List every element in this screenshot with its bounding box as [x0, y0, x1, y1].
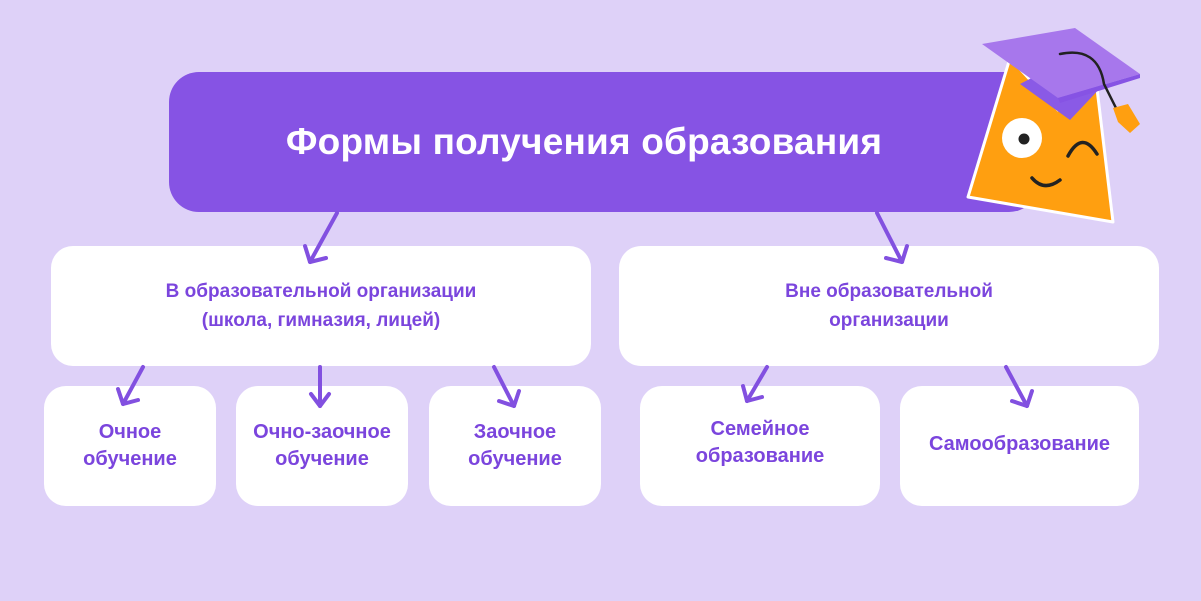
leaf-box-self-education: Самообразование	[900, 386, 1139, 506]
arrow-to-family	[741, 365, 769, 403]
arrow-to-full-time	[116, 365, 145, 406]
mascot-wink-icon	[1066, 140, 1099, 158]
group-box-in-organization: В образовательной организации(школа, гим…	[51, 246, 591, 366]
leaf-label-self-education: Самообразование	[928, 432, 1111, 455]
arrow-title-to-left-group	[303, 211, 339, 264]
arrow-to-part-time	[309, 365, 331, 408]
arrow-title-to-right-group	[875, 211, 909, 264]
arrow-to-self-education	[1004, 365, 1034, 408]
mascot-smile-icon	[1030, 176, 1062, 188]
arrow-to-distance	[492, 365, 521, 408]
group-label-in-organization: В образовательной организации(школа, гим…	[165, 281, 477, 331]
title-box: Формы получения образования	[169, 72, 1039, 212]
graduation-cap-icon	[982, 28, 1140, 133]
diagram-title: Формы получения образования	[285, 121, 883, 162]
